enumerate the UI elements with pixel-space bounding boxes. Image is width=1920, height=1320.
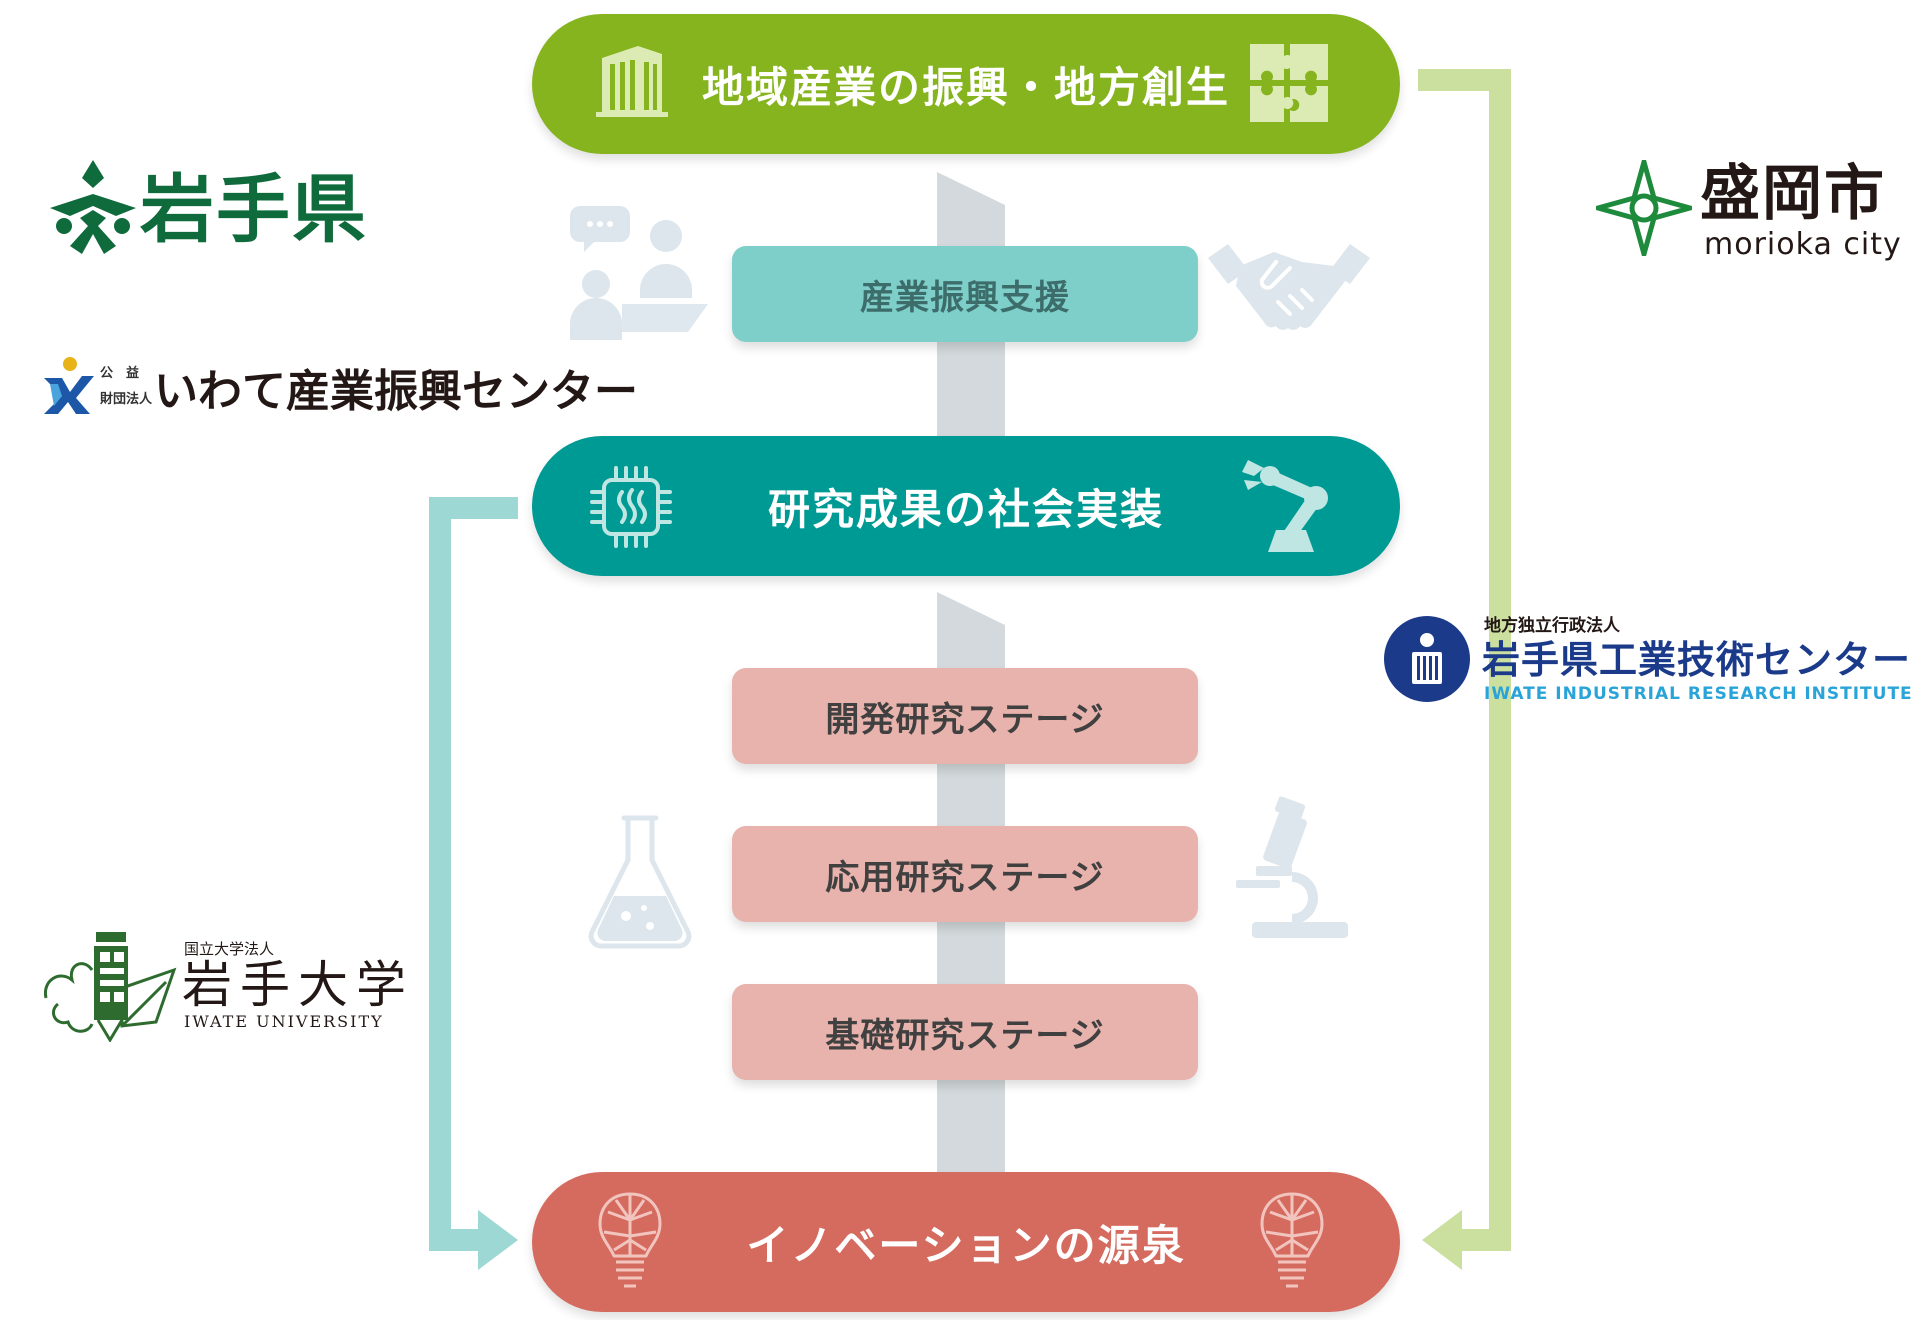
stage-basic: 基礎研究ステージ bbox=[732, 984, 1198, 1080]
iwate-prefecture-name: 岩手県 bbox=[140, 167, 368, 253]
morioka-city-name: 盛岡市 bbox=[1700, 159, 1886, 229]
microscope-icon bbox=[1236, 796, 1348, 938]
pill-middle-label: 研究成果の社会実装 bbox=[767, 484, 1164, 534]
iwate-university-prefix: 国立大学法人 bbox=[184, 940, 275, 958]
iwate-center-prefix-bottom: 財団法人 bbox=[100, 392, 153, 407]
stage-development-label: 開発研究ステージ bbox=[825, 699, 1105, 740]
iwate-prefecture-emblem-icon bbox=[50, 160, 136, 254]
morioka-city-emblem-icon bbox=[1596, 160, 1692, 256]
iwate-university-name: 岩手大学 bbox=[182, 956, 414, 1014]
flask-icon bbox=[588, 815, 692, 949]
iwate-center-name: いわて産業振興センター bbox=[154, 366, 638, 417]
left-connector-head bbox=[478, 1210, 518, 1270]
handshake-icon bbox=[1208, 244, 1370, 330]
support-box: 産業振興支援 bbox=[732, 246, 1198, 342]
iiri-english: IWATE INDUSTRIAL RESEARCH INSTITUTE bbox=[1484, 684, 1913, 704]
puzzle-icon bbox=[1250, 44, 1328, 122]
pill-top-label: 地域産業の振興・地方創生 bbox=[701, 62, 1230, 112]
support-box-label: 産業振興支援 bbox=[860, 277, 1070, 318]
stage-applied-label: 応用研究ステージ bbox=[825, 857, 1105, 898]
morioka-city-english: morioka city bbox=[1704, 227, 1902, 262]
left-connector bbox=[429, 497, 518, 1251]
pill-bottom-label: イノベーションの源泉 bbox=[746, 1220, 1186, 1270]
consultation-icon bbox=[570, 206, 708, 340]
iwate-center-logo-icon bbox=[44, 357, 94, 414]
lightbulb-brain-icon bbox=[1260, 1192, 1324, 1288]
robot-arm-icon bbox=[1242, 460, 1328, 552]
iwate-university-emblem-icon bbox=[43, 932, 177, 1042]
building-icon bbox=[596, 46, 668, 117]
iwate-university-english: IWATE UNIVERSITY bbox=[184, 1012, 384, 1031]
pill-social-implementation: 研究成果の社会実装 bbox=[532, 436, 1400, 576]
stage-applied: 応用研究ステージ bbox=[732, 826, 1198, 922]
lightbulb-brain-icon bbox=[598, 1192, 662, 1288]
stage-basic-label: 基礎研究ステージ bbox=[825, 1015, 1105, 1056]
iiri-name: 岩手県工業技術センター bbox=[1482, 638, 1912, 682]
pill-regional-revitalization: 地域産業の振興・地方創生 bbox=[532, 14, 1400, 154]
right-connector-head bbox=[1422, 1210, 1462, 1270]
chip-icon bbox=[590, 466, 672, 548]
iwate-center-prefix-top: 公 益 bbox=[100, 366, 140, 381]
iiri-prefix: 地方独立行政法人 bbox=[1484, 616, 1620, 636]
stage-development: 開発研究ステージ bbox=[732, 668, 1198, 764]
iiri-emblem-icon bbox=[1384, 616, 1470, 702]
right-connector bbox=[1418, 69, 1511, 1251]
pill-innovation-source: イノベーションの源泉 bbox=[532, 1172, 1400, 1312]
